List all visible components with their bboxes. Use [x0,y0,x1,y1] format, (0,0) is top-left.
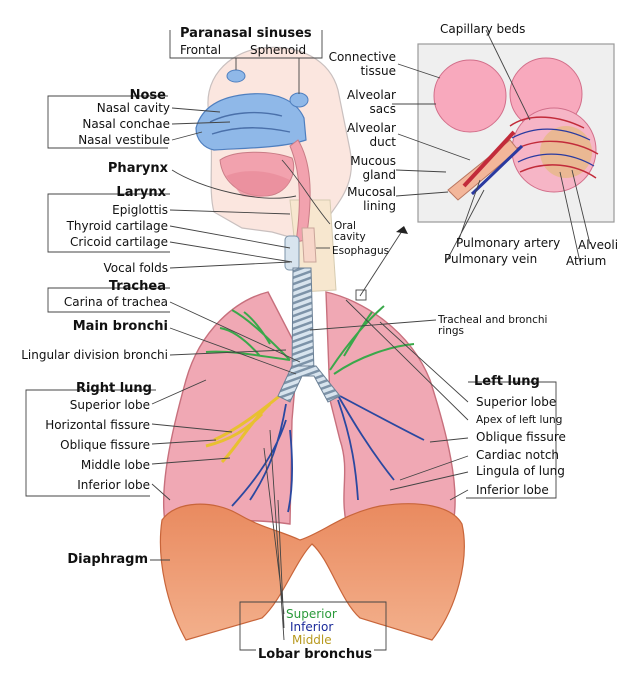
pulmonary-vein-vessel [470,144,524,196]
label-nasal-cavity: Nasal cavity [96,101,170,115]
trachea-shape [291,267,315,373]
label-pharynx: Pharynx [107,161,168,176]
label-middle-lobe: Middle lobe [80,458,150,472]
label-left-oblique-fissure: Oblique fissure [476,430,566,444]
label-vocal-folds: Vocal folds [103,261,169,275]
label-right-superior-lobe: Superior lobe [69,398,150,412]
label-lobar-middle: Middle [292,633,332,647]
label-larynx-title: Larynx [116,185,166,200]
left-inferior-bronchi [335,391,425,501]
label-alveolar-duct-1: Alveolar [347,121,396,135]
diaphragm-shape [159,503,465,641]
label-mucosal-lining-2: lining [363,199,396,213]
label-left-lung-title: Left lung [474,374,540,389]
leader-lines [25,29,591,651]
label-frontal: Frontal [180,43,222,57]
label-mucosal-lining-1: Mucosal [347,185,396,199]
label-horizontal-fissure: Horizontal fissure [45,418,150,432]
label-tracheal-rings-1: Tracheal and bronchi [438,314,548,326]
label-mucous-gland-1: Mucous [350,154,396,168]
label-lobar-inferior: Inferior [290,620,334,634]
nasal-conchae-lines [209,111,291,135]
label-trachea-title: Trachea [108,279,166,294]
alveolar-sac-1 [433,59,507,133]
label-lobar-superior: Superior [286,607,337,621]
label-connective-2: tissue [360,64,396,78]
label-right-lung-title: Right lung [75,381,152,396]
label-capillary-beds: Capillary beds [440,22,526,36]
atrium-area [540,126,592,178]
esophagus-shape [301,227,317,263]
label-esophagus: Esophagus [332,245,390,257]
label-right-inferior-lobe: Inferior lobe [77,478,150,492]
label-lingular-division: Lingular division bronchi [21,348,168,362]
alveoli-inset [417,43,615,223]
label-left-superior-lobe: Superior lobe [476,395,557,409]
label-alveolar-duct-2: duct [369,135,396,149]
label-left-inferior-lobe: Inferior lobe [476,483,549,497]
nasal-cavity-shape [195,93,307,151]
label-pulmonary-artery: Pulmonary artery [456,236,561,250]
label-atrium: Atrium [566,254,607,268]
label-sphenoid: Sphenoid [250,43,307,57]
label-right-oblique-fissure: Oblique fissure [60,438,150,452]
label-thyroid-cartilage: Thyroid cartilage [66,219,168,233]
label-lingula: Lingula of lung [476,464,565,478]
label-mucous-gland-2: gland [362,168,396,182]
label-lobar-bronchus-title: Lobar bronchus [256,647,375,662]
label-main-bronchi: Main bronchi [72,319,168,334]
heart-space [296,392,331,522]
label-oral-cavity-2: cavity [334,231,366,243]
label-carina: Carina of trachea [63,295,168,309]
right-inferior-bronchi [231,403,294,513]
frontal-sinus [226,69,246,83]
label-nasal-conchae: Nasal conchae [82,117,170,131]
label-oral-cavity-1: Oral [334,220,356,232]
label-alveolar-sacs-2: sacs [369,102,396,116]
tongue-shape [226,171,290,198]
main-bronchi-shape [277,365,341,403]
label-alveolar-sacs-1: Alveolar [347,88,396,102]
label-connective-1: Connective [328,50,396,64]
left-superior-bronchi [329,305,415,375]
label-paranasal-title: Paranasal sinuses [180,26,312,41]
label-alveoli: Alveoli [578,238,619,252]
label-tracheal-rings-2: rings [438,325,465,337]
sphenoid-sinus [289,92,309,108]
inset-pointer-arrow [396,226,408,234]
right-middle-bronchi [205,392,283,464]
label-epiglottis: Epiglottis [112,203,168,217]
label-nose-title: Nose [129,88,166,103]
pulmonary-artery-vessel [462,130,516,188]
label-cricoid-cartilage: Cricoid cartilage [70,235,168,249]
label-diaphragm: Diaphragm [67,552,148,567]
pharynx-shape [289,139,311,243]
lungs-section [163,267,456,529]
right-lung-shape [163,291,299,529]
label-nasal-vestibule: Nasal vestibule [78,133,170,147]
larynx-shape [284,235,300,271]
label-apex-left-lung: Apex of left lung [476,414,563,426]
label-cardiac-notch: Cardiac notch [476,448,560,462]
right-superior-bronchi [205,309,291,361]
capillary-veins [511,128,595,167]
head-section [195,46,352,293]
label-pulmonary-vein: Pulmonary vein [444,252,538,266]
